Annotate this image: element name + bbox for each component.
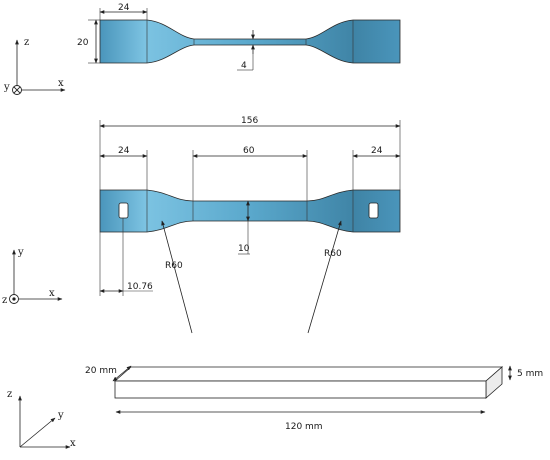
- front-dim-hole-offset: 10.76: [127, 282, 153, 292]
- top-dim-grip-height: 20: [77, 38, 89, 48]
- top-view-axes: z x y: [3, 37, 66, 95]
- front-view-specimen: [99, 189, 401, 233]
- front-axis-y-label: y: [17, 247, 24, 258]
- top-axis-z-label: z: [24, 37, 29, 48]
- left-grip-hole: [118, 202, 129, 219]
- front-view-axes: y x z: [2, 247, 63, 306]
- raw-bar: 20 mm 5 mm 120 mm z y x: [7, 365, 543, 449]
- front-dim-radius-left: R60: [165, 261, 183, 271]
- top-view: 24 20 4 z x y: [3, 3, 401, 95]
- front-dim-left-grip: 24: [118, 146, 130, 156]
- bar-dim-width: 20 mm: [85, 366, 117, 376]
- front-view: 156 24 60 24 10 10.76 R60 R60: [2, 116, 401, 334]
- bar-axis-z-label: z: [7, 389, 12, 400]
- front-dim-gauge-width: 10: [238, 244, 250, 254]
- front-axis-z-label: z: [2, 295, 7, 306]
- front-dim-right-grip: 24: [371, 146, 383, 156]
- bar-axis-y-label: y: [57, 410, 64, 421]
- top-view-specimen: [99, 19, 401, 64]
- front-dim-gauge-length: 60: [243, 146, 255, 156]
- top-axis-y-label: y: [3, 82, 10, 93]
- top-dim-grip-length: 24: [118, 3, 130, 13]
- bar-dim-height: 5 mm: [517, 369, 543, 379]
- top-axis-x-label: x: [58, 78, 64, 89]
- bar-front-face: [114, 380, 487, 399]
- top-dim-thickness: 4: [241, 61, 247, 71]
- front-dim-total-length: 156: [241, 116, 258, 126]
- bar-top-face: [113, 366, 504, 382]
- bar-axis-x-label: x: [70, 438, 76, 449]
- right-grip-hole: [368, 202, 379, 219]
- front-axis-x-label: x: [49, 288, 55, 299]
- front-dim-radius-right: R60: [324, 249, 342, 259]
- bar-dim-length: 120 mm: [285, 422, 323, 432]
- bar-axes: z y x: [7, 389, 76, 449]
